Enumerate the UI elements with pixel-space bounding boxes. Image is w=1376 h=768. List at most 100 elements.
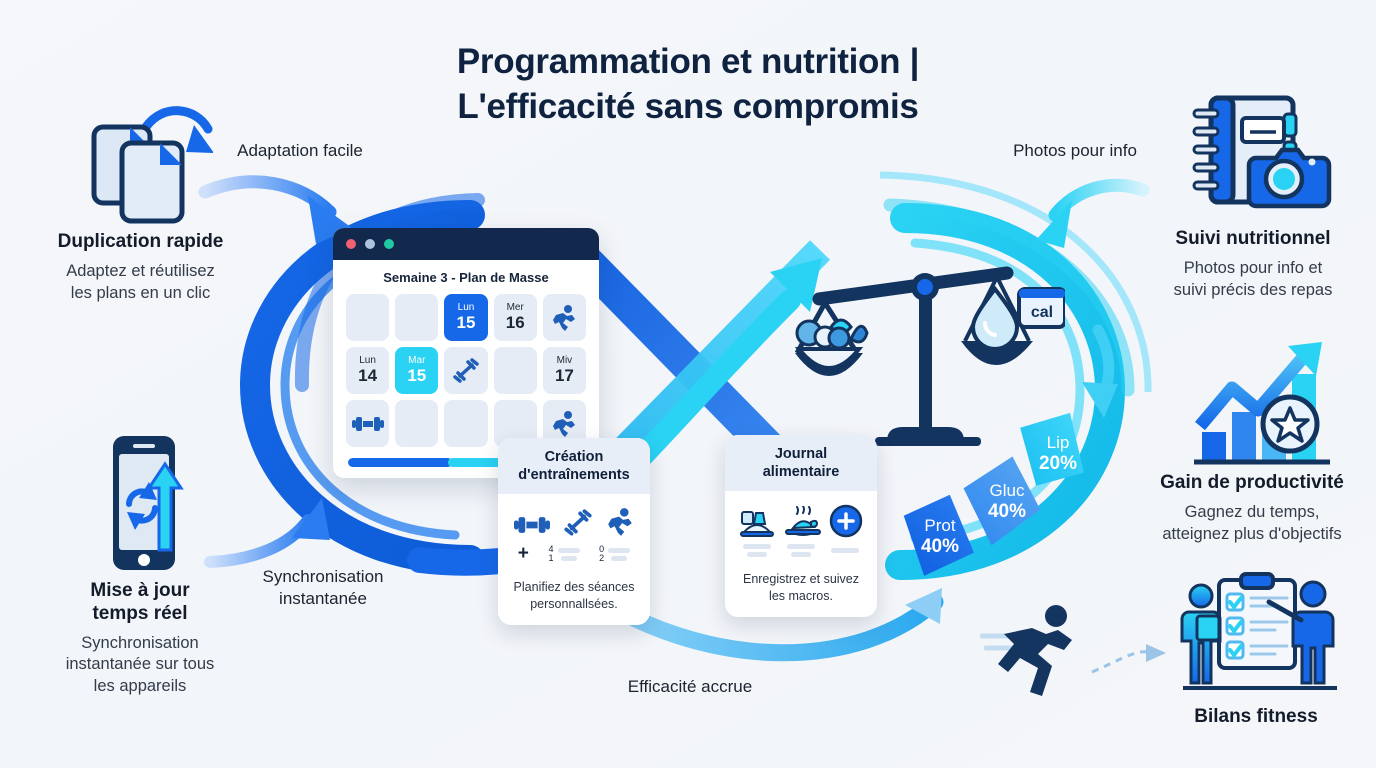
cell-weekday: Lun: [457, 302, 475, 314]
slice-label-prot-name: Prot: [924, 516, 955, 535]
caption-line: Enregistrez et suivez: [742, 572, 860, 587]
calendar-cell-empty[interactable]: [395, 294, 439, 341]
feature-title: Suivi nutritionnel: [1175, 228, 1331, 249]
desc-line: Photos pour info et: [1183, 258, 1323, 277]
cal-badge-label: cal: [1031, 304, 1053, 321]
card-journal-alimentaire[interactable]: Journal alimentaire: [725, 435, 877, 617]
minimize-dot[interactable]: [365, 239, 375, 249]
dumbbell-icon: [351, 416, 384, 431]
plus-label: +: [517, 543, 529, 565]
dumbbell-diagonal-icon: [453, 357, 479, 383]
desc-line: Gagnez du temps,: [1184, 502, 1320, 521]
calendar-cell-mer-16[interactable]: Mer 16: [493, 294, 537, 341]
dumbbell-icon: [514, 517, 550, 534]
cell-weekday: Miv: [556, 355, 573, 367]
calendar-cell-empty[interactable]: [444, 400, 488, 447]
cell-weekday: Lun: [359, 355, 376, 367]
caption-line: Planifiez des séances: [513, 580, 635, 595]
card-icon-row: [725, 491, 877, 542]
slice-label-lip-value: 20%: [1039, 453, 1077, 474]
entry-lines: [831, 548, 859, 554]
calendar-cell-lun-15-selected[interactable]: Lun 15: [444, 294, 488, 341]
cell-weekday: Mer: [506, 302, 524, 314]
window-titlebar: [333, 228, 599, 260]
cell-day: 15: [407, 366, 427, 386]
slice-label-gluc-name: Gluc: [990, 481, 1025, 500]
runner-icon: [553, 304, 576, 331]
calendar-cell-miv-17[interactable]: Miv 17: [542, 347, 586, 394]
cell-day: 15: [456, 313, 476, 333]
cell-day: 17: [554, 366, 574, 386]
feature-duplication-rapide: Duplication rapide Adaptez et réutilisez…: [18, 95, 263, 304]
card-title: Création d'entraînements: [498, 438, 650, 495]
close-dot[interactable]: [346, 239, 356, 249]
feature-desc: Photos pour info et suivi précis des rep…: [1130, 258, 1376, 302]
card-sub-row: [725, 542, 877, 565]
calendar-grid[interactable]: Lun 15 Mer 16 Lun 14: [346, 294, 586, 447]
feature-desc: Gagnez du temps, atteignez plus d'object…: [1128, 502, 1376, 546]
desc-line: instantanée sur tous: [65, 655, 215, 674]
entry-lines: [743, 544, 771, 558]
feature-mise-a-jour-temps-reel: Mise à jour temps réel Synchronisation i…: [20, 432, 260, 698]
desc-line: Adaptez et réutilisez: [66, 261, 215, 280]
title-line: Mise à jour: [90, 580, 190, 601]
calendar-cell-dumbbell[interactable]: [346, 400, 390, 447]
calendar-cell-runner[interactable]: [542, 294, 586, 341]
calendar-cell-mar-15-selected[interactable]: Mar 15: [395, 347, 439, 394]
arrow-photos-pour-info: [1048, 178, 1150, 222]
feature-title: Duplication rapide: [57, 231, 224, 252]
feature-desc: Synchronisation instantanée sur tous les…: [20, 633, 260, 698]
page-title: Programmation et nutrition | L'efficacit…: [0, 40, 1376, 130]
card-icon-row: [498, 494, 650, 541]
calendar-cell-lun-14[interactable]: Lun 14: [346, 347, 390, 394]
calendar-cell-empty[interactable]: [346, 294, 390, 341]
roast-dish-icon: [784, 506, 821, 537]
calendar-cell-empty[interactable]: [395, 400, 439, 447]
balance-scale-graphic: cal: [795, 245, 1065, 460]
rep-lines: [608, 547, 631, 561]
card-creation-entrainements[interactable]: Création d'entraînements: [498, 438, 650, 625]
feature-desc: Adaptez et réutilisez les plans en un cl…: [18, 261, 263, 305]
slice-label-prot-value: 40%: [921, 536, 959, 557]
calendar-cell-dumbbell-diagonal[interactable]: [444, 347, 488, 394]
card-caption: Enregistrez et suivez les macros.: [725, 565, 877, 617]
title-line-1: Programmation et nutrition |: [456, 42, 920, 81]
maximize-dot[interactable]: [384, 239, 394, 249]
growth-chart-star-icon: [1128, 338, 1376, 466]
plus-button-icon[interactable]: [829, 504, 863, 538]
calendar-cell-empty[interactable]: [493, 347, 537, 394]
caption-line: les macros.: [769, 588, 833, 603]
cell-day: 14: [358, 366, 378, 386]
cell-day: 16: [505, 313, 525, 333]
desc-line: Synchronisation: [81, 633, 199, 652]
meal-tray-icon: [739, 511, 774, 538]
feature-bilans-fitness: Bilans fitness: [1136, 572, 1376, 729]
card-title-line: d'entraînements: [518, 466, 630, 483]
flow-label-photos-pour-info: Photos pour info: [1013, 141, 1137, 160]
notebook-camera-icon: [1130, 90, 1376, 222]
progress-bar[interactable]: [348, 458, 584, 467]
rep-lines: [557, 547, 580, 561]
progress-segment-primary: [348, 458, 452, 467]
feature-title: Bilans fitness: [1194, 706, 1318, 727]
arrow-adaptation-facile: [198, 175, 337, 219]
flow-label-line: instantanée: [279, 589, 367, 609]
app-window[interactable]: Semaine 3 - Plan de Masse Lun 15 Mer 16: [333, 228, 599, 478]
card-title-line: Création: [544, 449, 604, 465]
desc-line: les plans en un clic: [70, 283, 211, 302]
desc-line: les appareils: [93, 677, 187, 696]
entry-lines: [787, 544, 815, 558]
title-line-2: L'efficacité sans compromis: [457, 86, 919, 126]
flow-label-adaptation-facile: Adaptation facile: [237, 141, 363, 160]
feature-suivi-nutritionnel: Suivi nutritionnel Photos pour info et s…: [1130, 90, 1376, 301]
duplicate-documents-icon: [18, 95, 263, 225]
caption-line: personnallsées.: [530, 596, 618, 611]
card-title-line: alimentaire: [762, 463, 840, 480]
card-title: Journal alimentaire: [725, 435, 877, 492]
desc-line: atteignez plus d'objectifs: [1162, 524, 1342, 543]
window-body: Semaine 3 - Plan de Masse Lun 15 Mer 16: [333, 260, 599, 467]
flow-label-line: Synchronisation: [262, 567, 384, 586]
